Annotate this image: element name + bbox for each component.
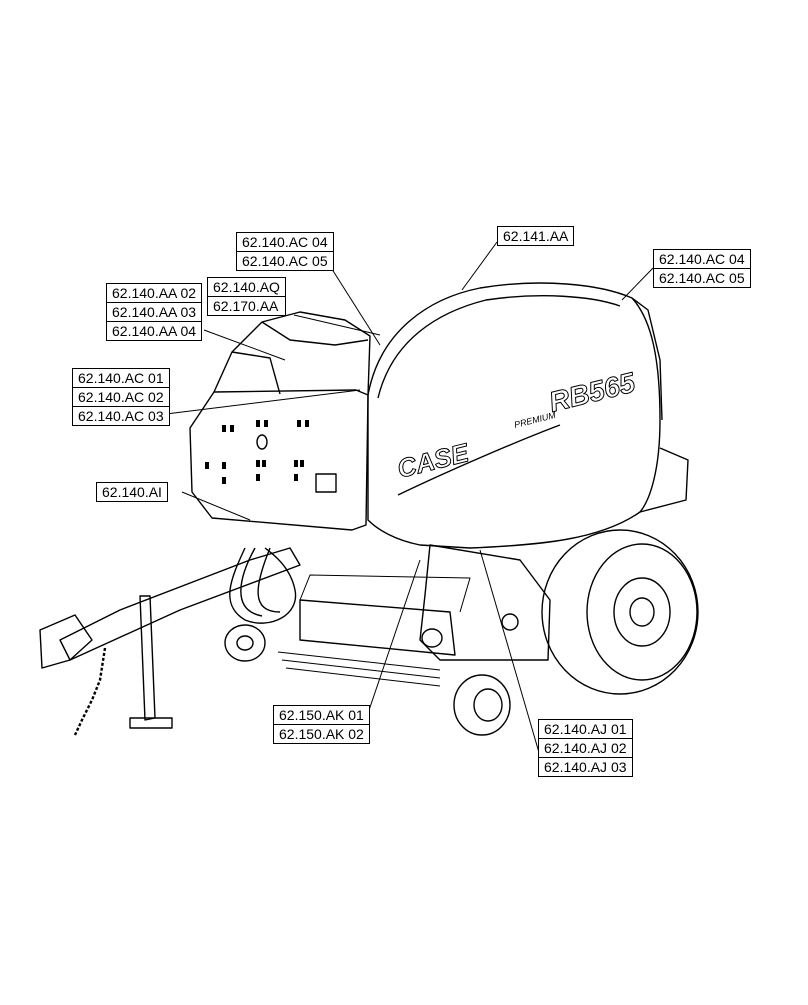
case-logo: CASE	[394, 437, 472, 484]
callout-ac-top[interactable]: 62.140.AC 04 62.140.AC 05	[236, 232, 334, 271]
gauge-wheel	[453, 674, 511, 736]
callout-label: 62.150.AK 02	[274, 724, 369, 743]
drawbar	[59, 547, 301, 661]
callout-label: 62.140.AC 01	[78, 370, 164, 386]
main-wheel	[541, 529, 699, 695]
main-shell	[367, 282, 661, 549]
callout-ac-right[interactable]: 62.140.AC 04 62.140.AC 05	[653, 249, 751, 288]
callout-aa-left[interactable]: 62.140.AA 02 62.140.AA 03 62.140.AA 04	[106, 283, 203, 341]
leader-lines	[165, 241, 654, 757]
callout-ac-left[interactable]: 62.140.AC 01 62.140.AC 02 62.140.AC 03	[72, 368, 170, 426]
callout-label: 62.140.AA 02	[112, 285, 197, 301]
callout-label: 62.140.AC 03	[73, 406, 169, 425]
callout-ak[interactable]: 62.150.AK 01 62.150.AK 02	[273, 705, 370, 744]
callout-label: 62.150.AK 01	[279, 707, 364, 723]
callout-label: 62.140.AJ 01	[544, 721, 627, 737]
callout-label: 62.140.AJ 03	[539, 757, 632, 776]
front-panel	[189, 389, 369, 531]
premium-label: PREMIUM	[513, 410, 557, 430]
callout-label: 62.140.AC 02	[73, 387, 169, 406]
callout-ai[interactable]: 62.140.AI	[96, 482, 168, 502]
callout-label: 62.140.AC 04	[659, 251, 745, 267]
callout-label: 62.140.AI	[102, 484, 162, 500]
callout-aq[interactable]: 62.140.AQ 62.170.AA	[207, 277, 286, 316]
callout-aj[interactable]: 62.140.AJ 01 62.140.AJ 02 62.140.AJ 03	[538, 719, 633, 777]
callout-label: 62.140.AJ 02	[539, 738, 632, 757]
callout-label: 62.140.AC 05	[654, 268, 750, 287]
jack-stand	[139, 595, 156, 721]
model-logo: RB565	[546, 367, 638, 418]
callout-label: 62.140.AC 04	[242, 234, 328, 250]
callout-label: 62.140.AQ	[213, 279, 280, 295]
callout-label: 62.140.AA 04	[107, 321, 202, 340]
callout-label: 62.170.AA	[208, 296, 285, 315]
callout-label: 62.140.AC 05	[237, 251, 333, 270]
callout-aa-main[interactable]: 62.141.AA	[497, 226, 575, 246]
callout-label: 62.141.AA	[503, 228, 569, 244]
callout-label: 62.140.AA 03	[107, 302, 202, 321]
pickup	[299, 599, 456, 656]
